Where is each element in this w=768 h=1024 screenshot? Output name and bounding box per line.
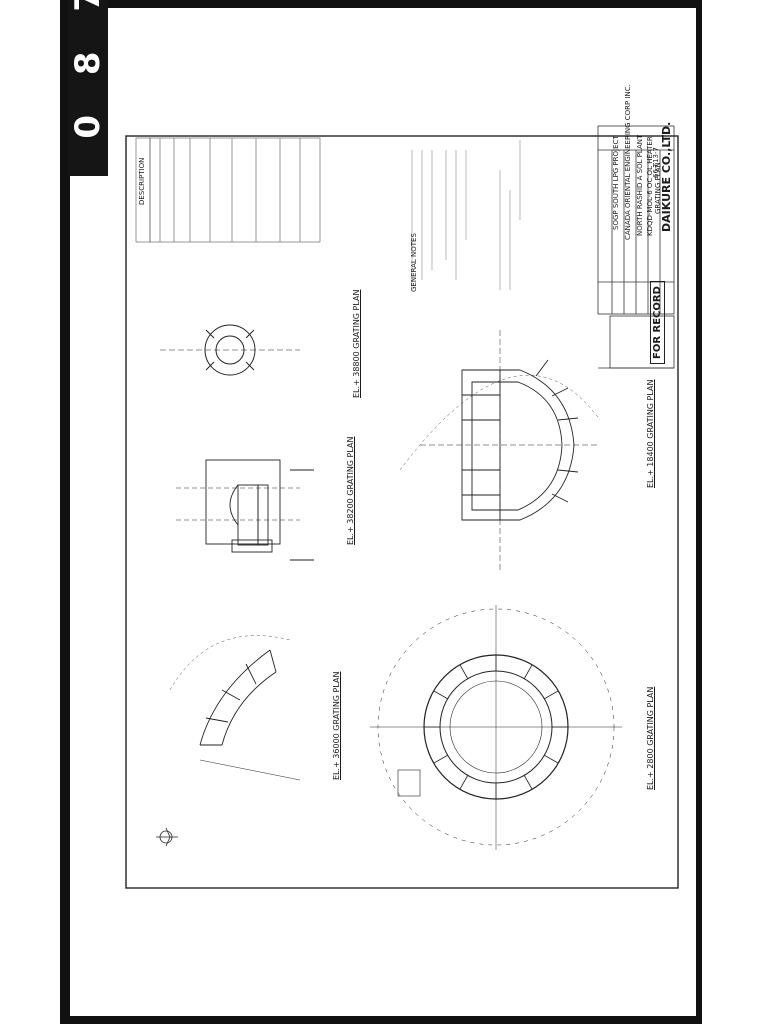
owner-name: CANADA ORIENTAL ENGINEERING CORP INC. [624,84,632,240]
revision-table [135,137,321,243]
plan-label-38200: EL.+ 38200 GRATING PLAN [346,436,355,545]
frame-tab [68,0,108,176]
plan-rect [176,459,314,561]
drawing-number: 66-T13-7 [652,147,660,178]
notes-heading: GENERAL NOTES [410,233,418,292]
plan-label-36000: EL.+ 36000 GRATING PLAN [332,671,341,780]
frame-number: 1 0 8 7 [68,0,109,203]
company-name: DAIKURE CO.,LTD. [660,121,673,232]
revision-header: DESCRIPTION [138,157,146,205]
plan-sector [169,635,301,781]
plan-ring-large [370,605,622,850]
title-block [597,125,675,369]
sheet-border [125,135,679,889]
plan-large-grating [399,330,601,570]
record-stamp: FOR RECORD [650,281,665,364]
notes-lines [411,140,521,290]
plant-name: NORTH RASHID A SOL PLANT [636,134,644,236]
plan-label-38800: EL.+ 38800 GRATING PLAN [352,289,361,398]
plan-ring-small [160,324,300,376]
project-title: SOGP SOUTH LPG PROJECT [612,135,620,230]
plan-label-18400: EL.+ 18400 GRATING PLAN [646,379,655,488]
plan-label-2800: EL.+ 2800 GRATING PLAN [646,686,655,790]
north-arrow-icon [156,827,178,847]
